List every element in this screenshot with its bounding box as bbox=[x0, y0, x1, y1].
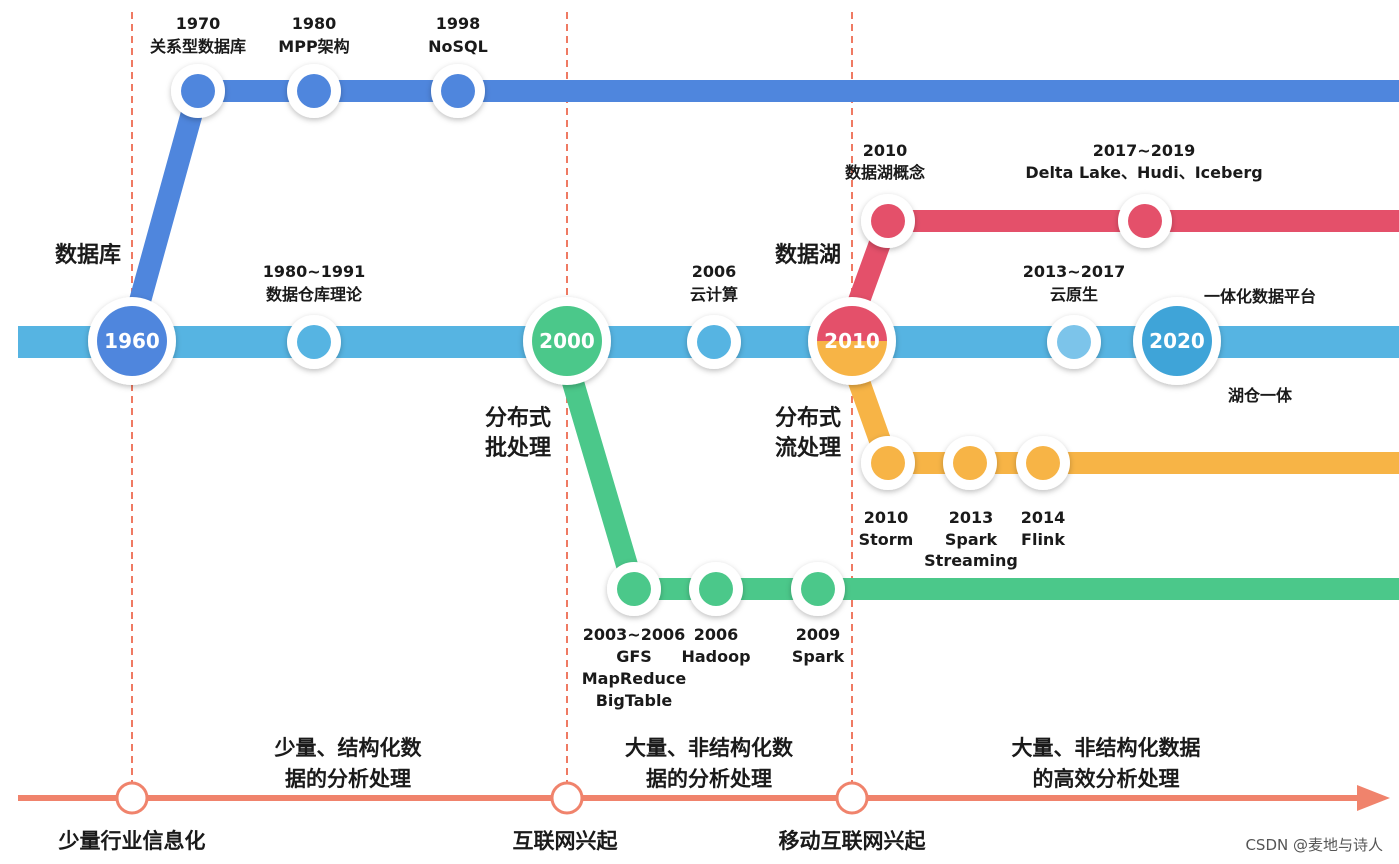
node-2014-flink bbox=[1016, 436, 1070, 490]
node-1980-1991 bbox=[287, 315, 341, 369]
era-3-line-2: 的高效分析处理 bbox=[1033, 767, 1180, 791]
node-2009-spark bbox=[791, 562, 845, 616]
event-2013-spark-label-1: Spark bbox=[945, 530, 998, 549]
node-2000: 2000 bbox=[523, 297, 611, 385]
event-1980-1991-year: 1980~1991 bbox=[263, 262, 365, 281]
era-1-line-1: 少量、结构化数 bbox=[274, 736, 423, 760]
track-title-database: 数据库 bbox=[55, 242, 121, 268]
event-2017-2019-label: Delta Lake、Hudi、Iceberg bbox=[1025, 163, 1262, 182]
era-marker-2 bbox=[550, 781, 584, 815]
event-2013-spark-year: 2013 bbox=[949, 508, 994, 527]
node-2006-cloud bbox=[687, 315, 741, 369]
node-1970 bbox=[171, 64, 225, 118]
event-1998-year: 1998 bbox=[436, 14, 481, 33]
event-2013-2017-label: 云原生 bbox=[1050, 285, 1098, 304]
event-2003-2006-year: 2003~2006 bbox=[583, 625, 685, 644]
track-title-stream-2: 流处理 bbox=[775, 435, 841, 461]
era-1-line-2: 据的分析处理 bbox=[285, 767, 411, 791]
track-title-batch-1: 分布式 bbox=[485, 405, 551, 431]
event-1998-label: NoSQL bbox=[428, 37, 488, 56]
milestone-2: 互联网兴起 bbox=[513, 829, 619, 853]
event-1980-label: MPP架构 bbox=[278, 37, 349, 56]
event-2009-spark-label: Spark bbox=[792, 647, 845, 666]
stream-track bbox=[841, 358, 1399, 474]
era-marker-3 bbox=[835, 781, 869, 815]
milestone-3: 移动互联网兴起 bbox=[779, 829, 927, 853]
event-2006-hadoop-year: 2006 bbox=[694, 625, 739, 644]
event-2014-flink-label: Flink bbox=[1021, 530, 1065, 549]
event-2020-top-label: 一体化数据平台 bbox=[1204, 287, 1316, 306]
era-2-line-1: 大量、非结构化数 bbox=[625, 736, 794, 760]
era-axis-arrow bbox=[1357, 785, 1390, 811]
event-2010-storm-label: Storm bbox=[859, 530, 914, 549]
event-2006-hadoop-label: Hadoop bbox=[681, 647, 750, 666]
event-2020-bottom-label: 湖仓一体 bbox=[1228, 386, 1293, 405]
track-title-stream-1: 分布式 bbox=[775, 405, 841, 431]
milestone-1: 少量行业信息化 bbox=[58, 829, 206, 853]
event-2003-2006-label-1: GFS bbox=[616, 647, 652, 666]
track-title-batch-2: 批处理 bbox=[485, 435, 551, 461]
node-2020: 2020 bbox=[1133, 297, 1221, 385]
event-2013-spark-label-2: Streaming bbox=[924, 551, 1018, 570]
node-2010-label: 2010 bbox=[824, 329, 880, 353]
event-2009-spark-year: 2009 bbox=[796, 625, 841, 644]
watermark-text: CSDN @麦地与诗人 bbox=[1245, 836, 1383, 854]
node-2000-label: 2000 bbox=[539, 329, 595, 353]
event-2010-lake-year: 2010 bbox=[863, 141, 908, 160]
era-3-line-1: 大量、非结构化数据 bbox=[1012, 736, 1201, 760]
event-2010-lake-label: 数据湖概念 bbox=[845, 163, 926, 182]
event-2017-2019-year: 2017~2019 bbox=[1093, 141, 1195, 160]
node-1998 bbox=[431, 64, 485, 118]
event-1970-year: 1970 bbox=[176, 14, 221, 33]
event-1980-1991-label: 数据仓库理论 bbox=[266, 285, 363, 304]
era-2-line-2: 据的分析处理 bbox=[646, 767, 772, 791]
node-2010-storm bbox=[861, 436, 915, 490]
node-2003-2006 bbox=[607, 562, 661, 616]
event-2003-2006-label-3: BigTable bbox=[596, 691, 673, 710]
era-marker-1 bbox=[115, 781, 149, 815]
event-2013-2017-year: 2013~2017 bbox=[1023, 262, 1125, 281]
event-2006-cloud-label: 云计算 bbox=[690, 285, 738, 304]
node-1960-label: 1960 bbox=[104, 329, 160, 353]
node-2010: 2010 bbox=[808, 297, 896, 385]
track-title-lake: 数据湖 bbox=[775, 242, 841, 268]
event-2010-storm-year: 2010 bbox=[864, 508, 909, 527]
node-1960: 1960 bbox=[88, 297, 176, 385]
node-2017-2019 bbox=[1118, 194, 1172, 248]
node-2010-lake bbox=[861, 194, 915, 248]
event-2006-cloud-year: 2006 bbox=[692, 262, 737, 281]
event-1980-year: 1980 bbox=[292, 14, 337, 33]
event-1970-label: 关系型数据库 bbox=[150, 37, 246, 56]
node-1980-mpp bbox=[287, 64, 341, 118]
node-2013-2017 bbox=[1047, 315, 1101, 369]
node-2013-spark-streaming bbox=[943, 436, 997, 490]
event-2003-2006-label-2: MapReduce bbox=[582, 669, 687, 688]
node-2020-label: 2020 bbox=[1149, 329, 1205, 353]
event-2014-flink-year: 2014 bbox=[1021, 508, 1066, 527]
node-2006-hadoop bbox=[689, 562, 743, 616]
